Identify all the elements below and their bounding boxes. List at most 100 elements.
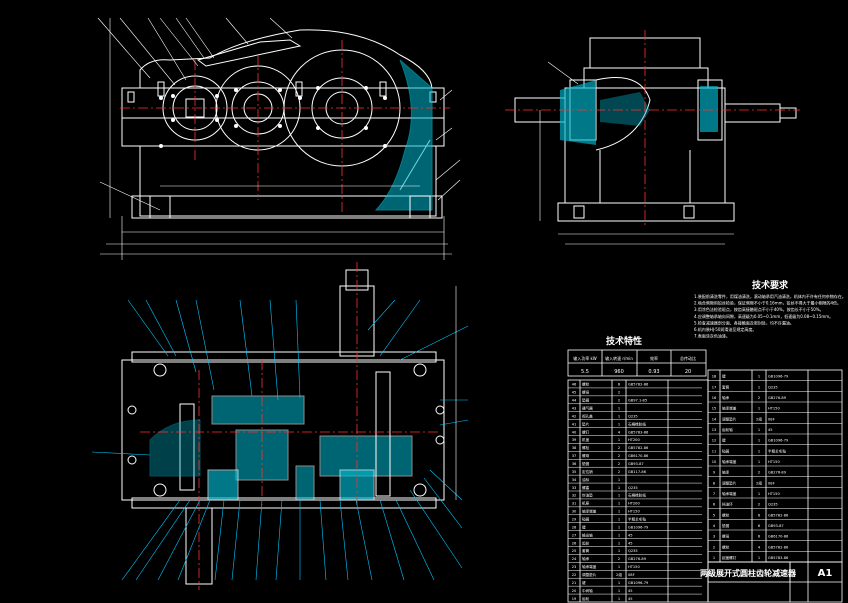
bom-cell: 石棉橡胶纸 [628, 421, 646, 426]
bom-cell: 1 [758, 407, 760, 411]
bom-cell: 机盖 [582, 437, 590, 442]
bom-cell: 1 [618, 549, 620, 553]
bom-cell: 1 [618, 581, 620, 585]
bom-cell: 2 [618, 454, 620, 458]
side-center-lines [505, 30, 800, 225]
bom-cell: 调整垫片 [722, 480, 737, 485]
bom-cell: 2 [618, 391, 620, 395]
tech-req-line: 6.机内装HJ-50润滑油至规定高度。 [694, 326, 756, 332]
bom-cell: 45 [628, 589, 633, 593]
bom-cell: 43 [572, 406, 577, 410]
spec-header: 总传动比 [680, 355, 696, 361]
tech-req-line: 1.装配前清洗零件，用煤油清洗，滚动轴承用汽油清洗，机体内不许有任何杂物存在。 [694, 293, 846, 299]
bom-cell: GB5782-86 [628, 383, 649, 387]
bom-cell: 1 [618, 414, 620, 418]
bom-cell: 轴承 [582, 556, 590, 561]
bom-cell: 38 [572, 446, 577, 450]
tech-req-line: 4.应调整轴承轴向间隙，高速级为0.05~0.1mm，低速级为0.08~0.15… [694, 313, 833, 319]
bom-cell: 41 [572, 422, 577, 426]
bom-cell: 通气器 [582, 405, 593, 410]
bom-cell: 套筒 [722, 384, 730, 389]
bom-cell: GB276-89 [768, 471, 787, 475]
bom-cell: 2 [758, 396, 760, 400]
bom-cell: 28 [572, 525, 577, 529]
bom-cell: GB6170-86 [628, 454, 649, 458]
front-leaders [97, 17, 461, 211]
bom-cell: 调整垫片 [582, 572, 597, 577]
bom-cell: 1 [618, 406, 620, 410]
spec-value: 5.5 [581, 369, 589, 375]
bom-cell: HT150 [768, 407, 780, 411]
spec-header: 输入功率 kW [573, 355, 597, 361]
bom-cell: HT150 [768, 492, 780, 496]
bom-cell: 起盖螺钉 [722, 555, 737, 560]
bom-cell: 1 [618, 510, 620, 514]
bom-cell: 螺母 [582, 390, 590, 395]
bom-cell: 34 [572, 478, 577, 482]
bom-cell: Q235 [628, 549, 638, 553]
bom-cell: 2 [618, 446, 620, 450]
bom-cell: 半粗羊毛毡 [628, 516, 646, 521]
bom-cell: 轴承端盖 [722, 459, 737, 464]
bom-cell: GB276-89 [628, 557, 647, 561]
bom-cell: 1 [758, 375, 760, 379]
bom-cell: 25 [572, 549, 577, 553]
bom-cell: 轴承 [722, 395, 730, 400]
bom-cell: GB6170-86 [768, 535, 789, 539]
bom-cell: 键 [722, 374, 726, 379]
bom-cell: 1 [713, 556, 715, 560]
spec-value: 960 [614, 369, 624, 375]
bom-cell: GB93-87 [768, 524, 784, 528]
sheet-size: A1 [818, 568, 833, 579]
bom-cell: 26 [572, 541, 577, 545]
bom-cell: 螺栓 [722, 512, 730, 517]
bom-cell: GB5783-86 [768, 556, 789, 560]
bom-cell: 螺塞 [582, 485, 590, 490]
bom-cell: 轴承端盖 [722, 406, 737, 411]
bom-cell: 22 [572, 573, 577, 577]
bom-cell: 45 [628, 597, 633, 601]
bom-cell: 2组 [756, 416, 762, 421]
bom-cell: 垫片 [582, 421, 590, 426]
technical-requirements-title: 技术要求 [752, 279, 789, 291]
bom-cell: 1 [618, 438, 620, 442]
bom-cell: 46 [572, 383, 577, 387]
bom-cell: 半粗羊毛毡 [768, 448, 786, 453]
technical-characteristics-table [567, 349, 707, 377]
spec-header: 效率 [650, 355, 658, 361]
bom-cell: 6 [618, 383, 621, 387]
bom-cell: GB5782-86 [768, 513, 789, 517]
bom-cell: GB117-86 [628, 470, 647, 474]
bom-cell: 9 [713, 471, 716, 475]
bom-cell: 毡圈 [722, 448, 730, 453]
bom-cell: 1 [758, 385, 760, 389]
spec-value: 0.93 [648, 369, 659, 375]
bom-cell: 螺母 [722, 534, 730, 539]
bom-cell: 6 [758, 513, 761, 517]
bom-cell: 封油垫 [582, 493, 593, 498]
bom-cell: GB1096-79 [628, 581, 649, 585]
bom-cell: 机座 [582, 501, 590, 506]
bom-cell: GB93-87 [628, 462, 644, 466]
bom-cell: 1 [758, 492, 760, 496]
bom-cell: 33 [572, 486, 577, 490]
bom-cell: HT150 [768, 460, 780, 464]
bom-cell: 6 [758, 524, 761, 528]
bom-cell: 15 [712, 407, 717, 411]
bom-cell: 垫圈 [582, 398, 590, 403]
bom-cell: 油标 [582, 477, 590, 482]
bom-cell: 23 [572, 565, 577, 569]
bom-cell: 螺栓 [582, 382, 590, 387]
bom-cell: 19 [572, 597, 577, 601]
side-section-hatch [560, 80, 718, 145]
bom-cell: 21 [572, 581, 577, 585]
bom-cell: 44 [572, 399, 577, 403]
bom-cell: GB5782-86 [768, 545, 789, 549]
bom-cell: Q235 [628, 414, 638, 418]
bom-cell: 35 [572, 470, 577, 474]
bom-cell: 螺钉 [582, 429, 590, 434]
top-leaders [91, 299, 469, 581]
bom-cell: 8 [713, 481, 716, 485]
bom-cell: 齿轮 [582, 596, 590, 601]
